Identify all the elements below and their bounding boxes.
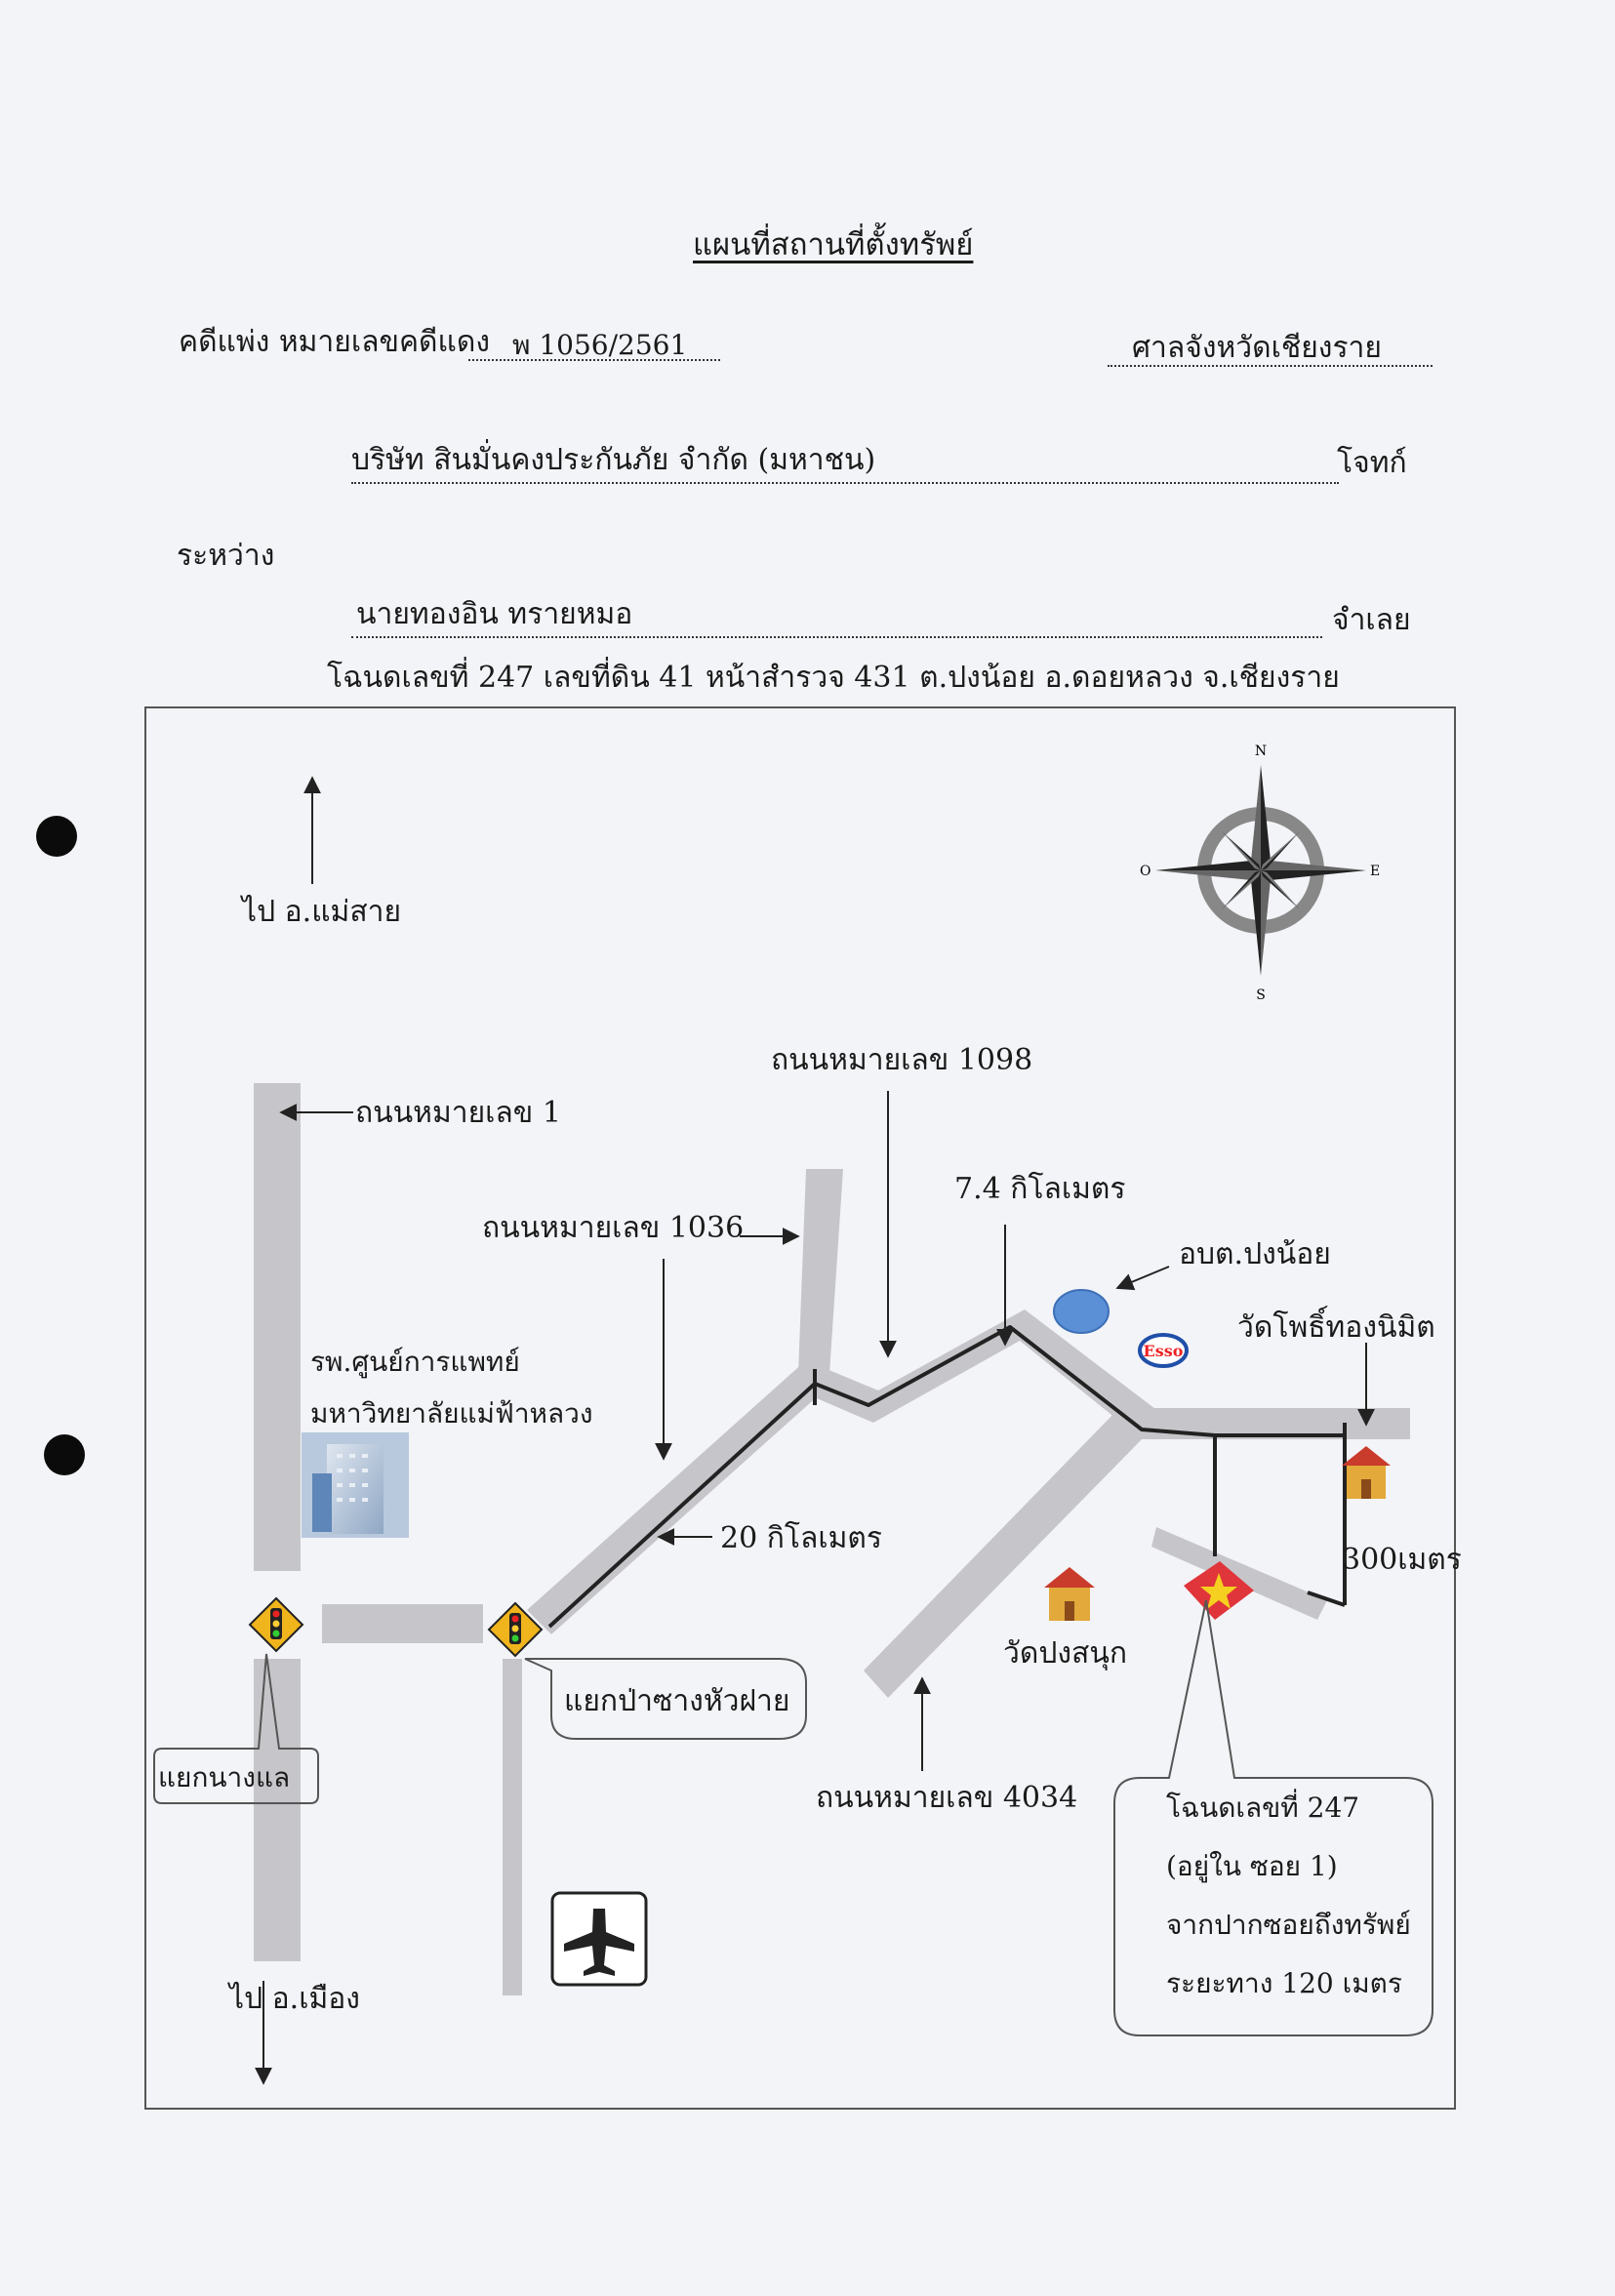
property-star-marker bbox=[1184, 1561, 1254, 1620]
road-4034 bbox=[864, 1410, 1147, 1698]
pointer-arrows bbox=[255, 776, 1375, 2085]
label-road-1098: ถนนหมายเลข 1098 bbox=[771, 1043, 1032, 1077]
callout-nang-lae bbox=[153, 1653, 319, 1804]
road-middle bbox=[810, 1309, 1159, 1439]
punch-hole-bottom bbox=[44, 1434, 85, 1475]
case-number-line bbox=[468, 359, 720, 361]
junction-callouts bbox=[153, 1599, 1433, 2036]
callout-line3: จากปากซอยถึงทรัพย์ bbox=[1166, 1909, 1411, 1941]
esso-text: Esso bbox=[1144, 1342, 1184, 1360]
compass-s: S bbox=[1256, 987, 1266, 1003]
callout-property bbox=[1113, 1599, 1433, 2036]
label-wat-pho: วัดโพธิ์ทองนิมิต bbox=[1237, 1306, 1435, 1345]
label-hospital-line1: รพ.ศูนย์การแพทย์ bbox=[310, 1346, 520, 1379]
callout-line2: (อยู่ใน ซอย 1) bbox=[1166, 1850, 1338, 1883]
road-network bbox=[254, 1083, 1410, 1995]
between-label: ระหว่าง bbox=[177, 539, 275, 573]
defendant-name: นายทองอิน ทรายหมอ bbox=[356, 597, 633, 631]
label-dist-7-4: 7.4 กิโลเมตร bbox=[954, 1171, 1126, 1206]
esso-logo: Esso bbox=[1138, 1333, 1189, 1368]
airport-icon bbox=[550, 1891, 648, 1987]
label-dist-300: 300เมตร bbox=[1342, 1543, 1462, 1577]
plaintiff-name: บริษัท สินมั่นคงประกันภัย จำกัด (มหาชน) bbox=[351, 443, 876, 477]
label-hospital-line2: มหาวิทยาลัยแม่ฟ้าหลวง bbox=[310, 1397, 593, 1430]
road-1-north bbox=[254, 1083, 301, 1571]
road-1-south bbox=[254, 1659, 301, 1961]
compass-e: E bbox=[1370, 864, 1380, 879]
traffic-sign-nang-lae bbox=[248, 1596, 304, 1653]
road-1098-spur bbox=[798, 1169, 843, 1374]
label-wat-pong: วัดปงสนุก bbox=[1003, 1636, 1127, 1672]
traffic-sign-pa-sang bbox=[487, 1601, 544, 1658]
sao-pong-noi-marker bbox=[1053, 1289, 1110, 1334]
road-soi bbox=[1151, 1527, 1327, 1620]
callout-line4: ระยะทาง 120 เมตร bbox=[1166, 1967, 1402, 1999]
map-frame bbox=[144, 706, 1456, 2110]
label-to-mae-sai: ไป อ.แม่สาย bbox=[240, 894, 401, 929]
compass-rose: N S E O bbox=[1140, 744, 1380, 1003]
defendant-line bbox=[351, 636, 1322, 638]
compass-w: O bbox=[1140, 864, 1151, 879]
callout-line1: โฉนดเลขที่ 247 bbox=[1166, 1789, 1359, 1824]
plaintiff-role: โจทก์ bbox=[1337, 446, 1407, 480]
label-nang-lae: แยกนางแล bbox=[158, 1761, 290, 1793]
callout-pa-sang bbox=[524, 1658, 807, 1740]
defendant-role: จำเลย bbox=[1332, 603, 1411, 637]
route-line bbox=[547, 1325, 1347, 1629]
label-road-4034: ถนนหมายเลข 4034 bbox=[816, 1781, 1077, 1815]
temple-icon-pong bbox=[1044, 1567, 1095, 1621]
road-1036-main bbox=[527, 1361, 829, 1634]
title-deed-line: โฉนดเลขที่ 247 เลขที่ดิน 41 หน้าสำรวจ 43… bbox=[327, 661, 1340, 695]
road-connector bbox=[322, 1604, 483, 1643]
label-road-1: ถนนหมายเลข 1 bbox=[355, 1096, 561, 1130]
label-dist-20: 20 กิโลเมตร bbox=[720, 1520, 882, 1555]
label-sao-pong-noi: อบต.ปงน้อย bbox=[1179, 1237, 1331, 1271]
temple-icon-pho bbox=[1342, 1446, 1391, 1499]
court-name: ศาลจังหวัดเชียงราย bbox=[1132, 331, 1382, 365]
court-line bbox=[1108, 365, 1433, 367]
road-airport bbox=[503, 1659, 522, 1995]
page-title: แผนที่สถานที่ตั้งทรัพย์ bbox=[693, 227, 974, 262]
punch-hole-top bbox=[36, 816, 77, 857]
road-east bbox=[1132, 1408, 1410, 1439]
compass-n: N bbox=[1255, 744, 1267, 759]
case-label: คดีแพ่ง หมายเลขคดีแดง bbox=[179, 325, 490, 359]
arrow-sao bbox=[1115, 1266, 1170, 1291]
plaintiff-line bbox=[351, 482, 1339, 484]
label-pa-sang: แยกป่าซางหัวฝาย bbox=[564, 1684, 789, 1718]
label-to-mueang: ไป อ.เมือง bbox=[227, 1981, 360, 2016]
case-number: พ 1056/2561 bbox=[512, 329, 688, 361]
label-road-1036: ถนนหมายเลข 1036 bbox=[482, 1211, 744, 1245]
hospital-building-image bbox=[302, 1432, 409, 1538]
